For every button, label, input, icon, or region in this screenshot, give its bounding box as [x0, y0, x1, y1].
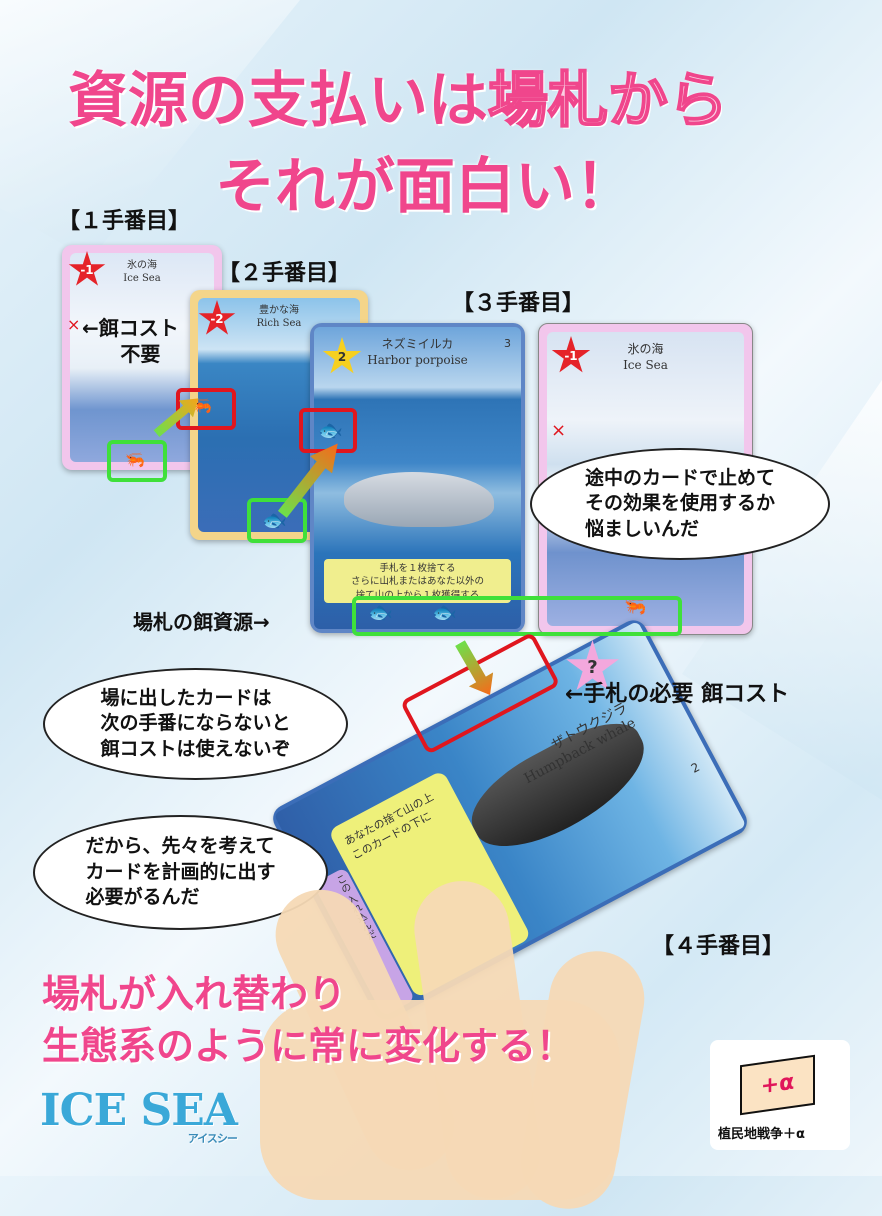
ice-sea-logo: ICE SEA アイスシー	[40, 1085, 238, 1146]
bubble-line: 餌コストは使えないぞ	[100, 737, 291, 760]
headline-line1: 資源の支払いは場札から	[68, 52, 729, 139]
no-cost-line2: 不要	[120, 342, 161, 366]
card-number: 3	[504, 337, 511, 350]
flag-text: +α	[760, 1069, 795, 1100]
card-name-jp: 氷の海	[627, 342, 664, 356]
no-cost-note: ←餌コスト不要	[82, 315, 179, 367]
x-mark: ×	[551, 420, 567, 441]
turn-3-label: 【３手番目】	[452, 291, 585, 316]
card-name-jp: ネズミイルカ	[381, 337, 454, 351]
bubble-line: カードを計画的に出す	[85, 860, 276, 883]
tagline-line1: 場札が入れ替わり	[42, 972, 347, 1016]
x-mark: ×	[67, 315, 81, 334]
cost-value: -1	[80, 263, 94, 277]
bubble-line: 悩ましいんだ	[584, 517, 699, 540]
headline-highlight: 場札から	[487, 65, 729, 137]
cost-box-card1	[107, 440, 167, 482]
turn-4-label: 【４手番目】	[652, 934, 785, 959]
card-name-en: Ice Sea	[123, 273, 161, 284]
cost-value: 2	[337, 350, 347, 364]
card-name-jp: 氷の海	[127, 260, 157, 271]
turn-1-label: 【１手番目】	[58, 209, 191, 234]
bubble-line: 場に出したカードは	[100, 686, 272, 709]
fish-icon: 🐟	[318, 418, 343, 442]
cost-value: -1	[564, 349, 578, 363]
card-effect: 手札を１枚捨てるさらに山札またはあなた以外の捨て山の上から１枚獲得する	[324, 559, 511, 603]
bubble-line: その効果を使用するか	[584, 492, 775, 515]
card-name-jp: 豊かな海	[259, 305, 299, 316]
bubble-line: 必要がるんだ	[85, 886, 200, 909]
field-resource-note: 場札の餌資源→	[133, 610, 270, 634]
card-number: 2	[688, 759, 703, 776]
cost-value: -2	[210, 312, 224, 326]
tagline-line2: 生態系のように常に変化する！	[42, 1024, 575, 1068]
speech-bubble-2: 場に出したカードは次の手番にならないと餌コストは使えないぞ	[43, 668, 348, 780]
logo-text: ICE SEA	[40, 1085, 238, 1136]
logo-kana: アイスシー	[187, 1132, 238, 1145]
effect-line: さらに山札またはあなた以外の	[350, 576, 484, 588]
shrimp-icon: 🦐	[125, 450, 145, 469]
publisher-logo: +α 植民地戦争＋α	[710, 1040, 850, 1150]
cost-box-card2	[176, 388, 236, 430]
fish-icon: 🐟	[368, 600, 393, 624]
flag-icon: +α	[740, 1054, 815, 1116]
field-resource-box	[352, 596, 682, 636]
fish-icon: 🐟	[432, 600, 457, 624]
card-name-en: Ice Sea	[623, 357, 668, 372]
porpoise-image	[344, 472, 494, 527]
effect-line: 捨て山の上から１枚獲得する	[355, 589, 480, 601]
speech-bubble-3: だから、先々を考えてカードを計画的に出す必要がるんだ	[33, 815, 328, 930]
headline-part: 資源の支払いは	[68, 66, 488, 136]
no-cost-line1: ←餌コスト	[82, 316, 179, 340]
hand-cost-note: ←手札の必要 餌コスト	[565, 682, 790, 707]
publisher-name: 植民地戦争＋α	[718, 1127, 805, 1142]
cost-value: ?	[587, 657, 598, 678]
effect-line: 手札を１枚捨てる	[379, 563, 456, 574]
bubble-line: だから、先々を考えて	[85, 835, 275, 858]
card-name-en: Rich Sea	[256, 318, 302, 329]
headline-line2: それが面白い！	[215, 152, 635, 222]
speech-bubble-1: 途中のカードで止めてその効果を使用するか悩ましいんだ	[530, 448, 830, 560]
turn-2-label: 【２手番目】	[218, 261, 351, 286]
bubble-line: 途中のカードで止めて	[584, 466, 775, 489]
hand-illustration	[260, 1000, 620, 1200]
shrimp-icon: 🦐	[624, 596, 647, 617]
bubble-line: 次の手番にならないと	[100, 712, 291, 735]
card-name-en: Harbor porpoise	[367, 352, 468, 367]
cost-box-card2-bottom	[247, 498, 307, 543]
